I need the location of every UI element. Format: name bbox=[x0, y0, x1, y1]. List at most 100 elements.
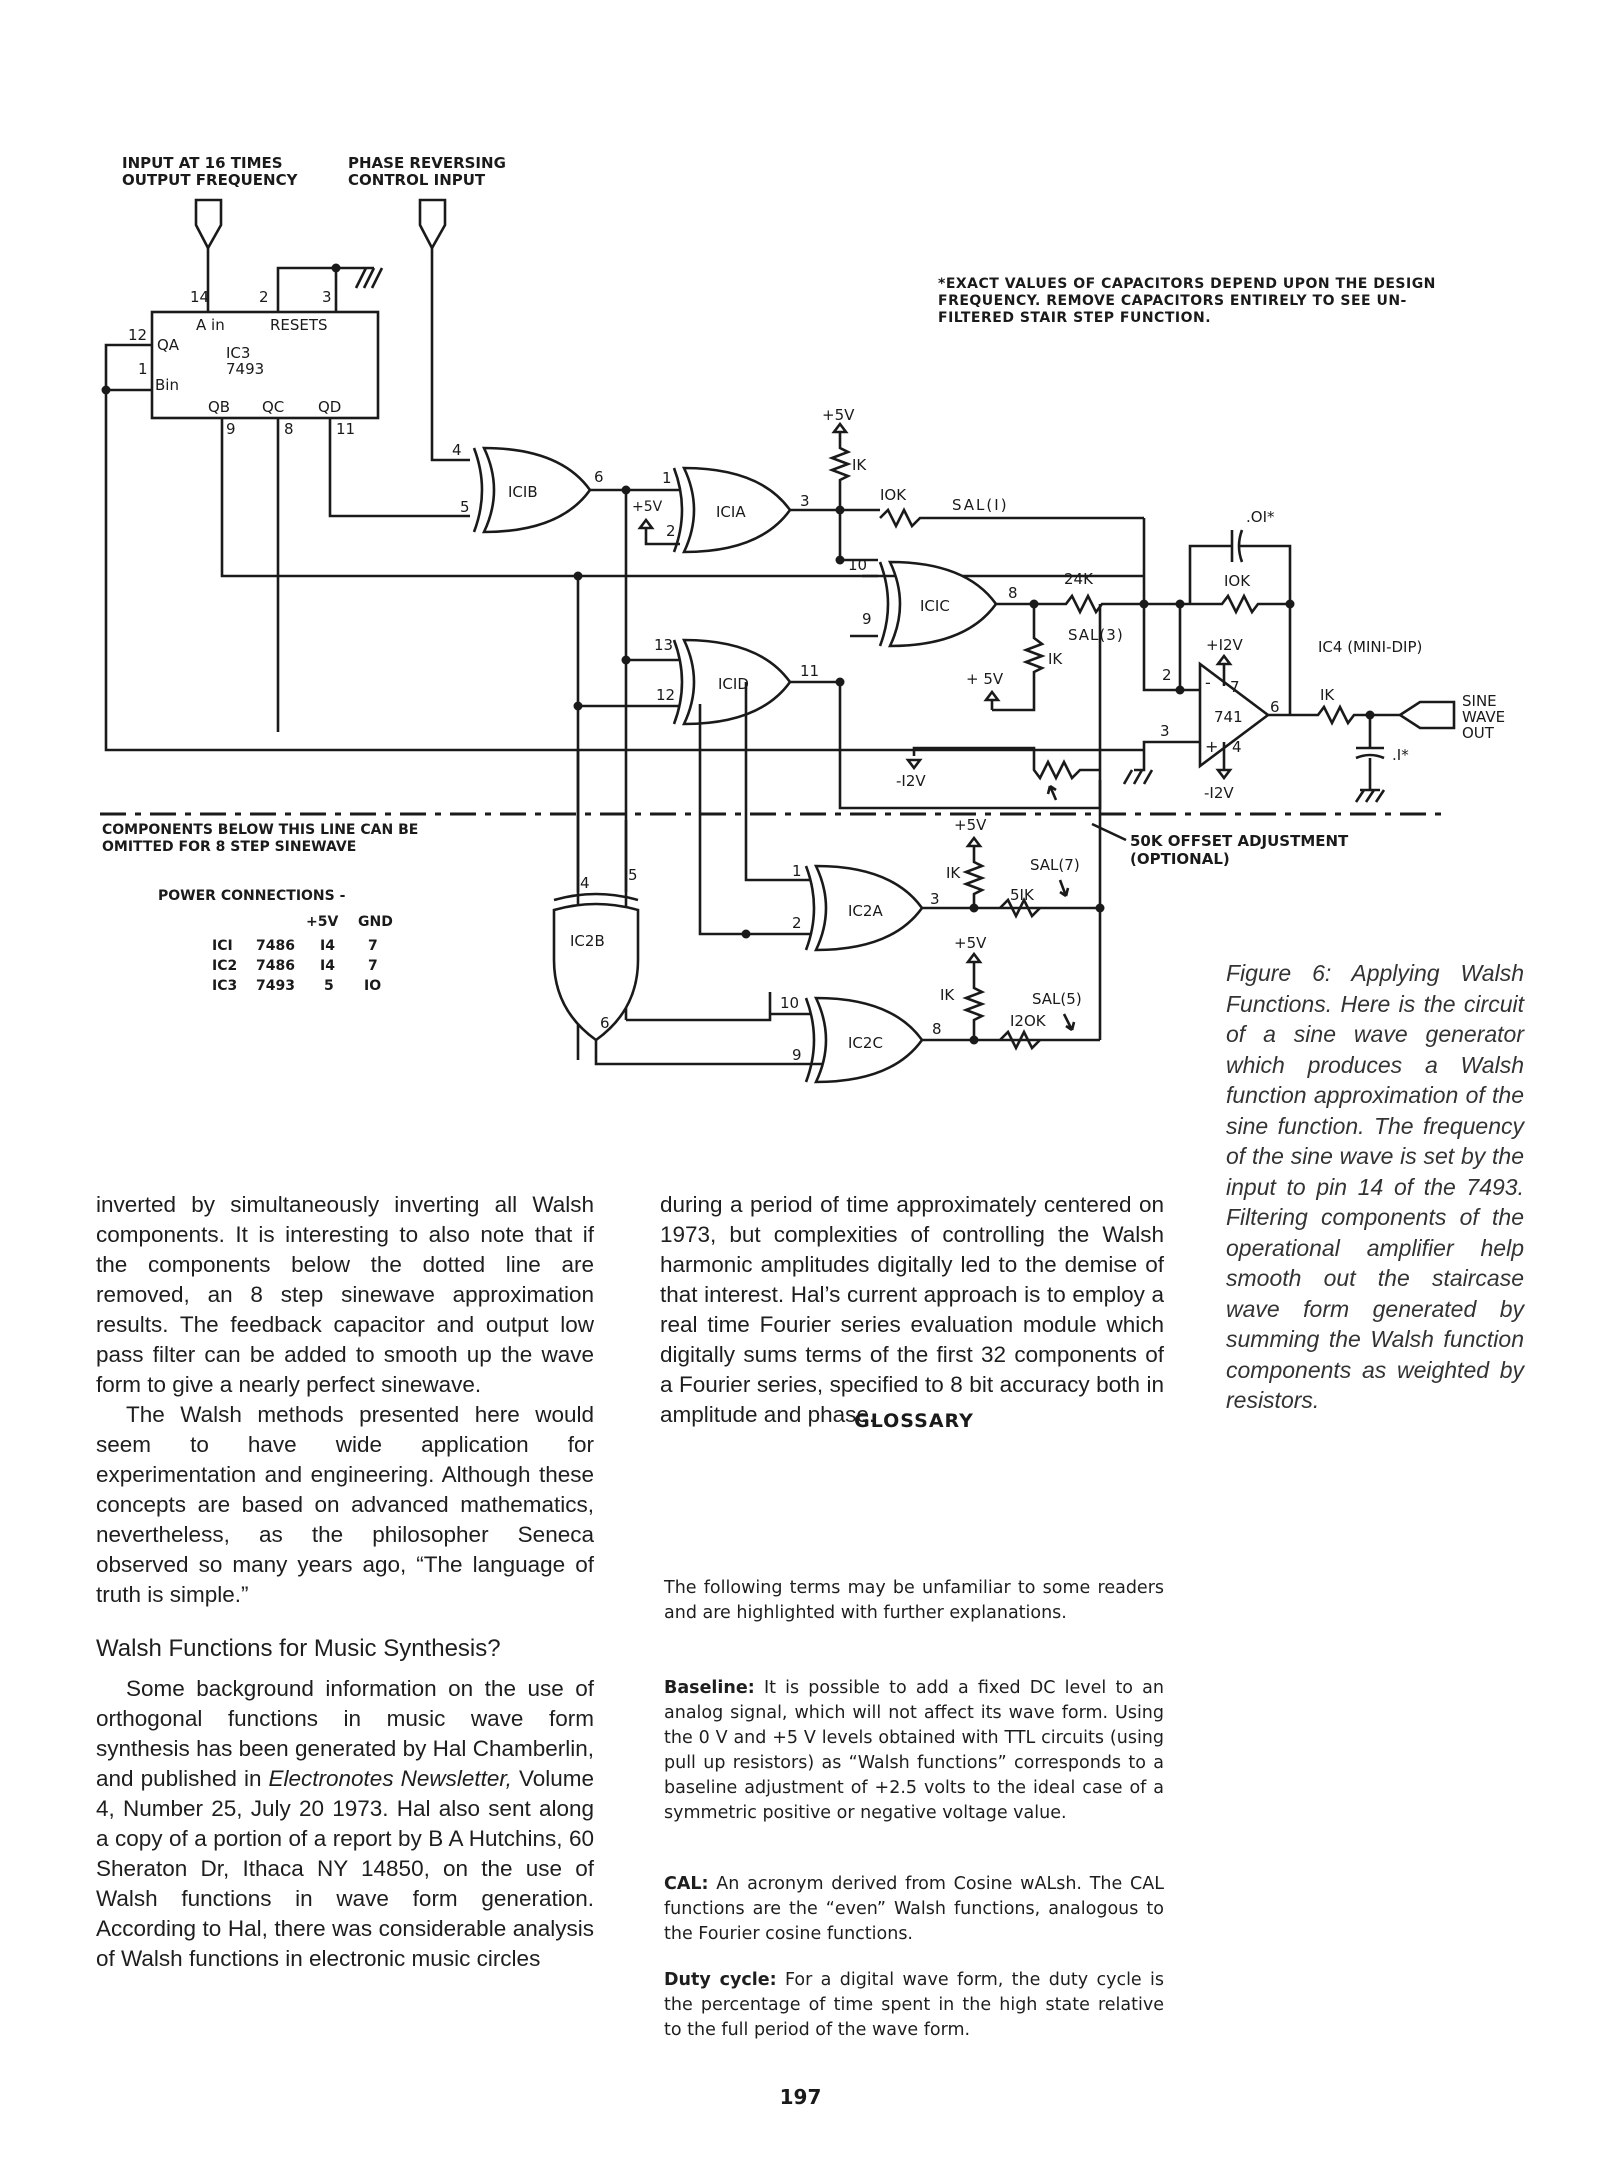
ic3-counter bbox=[150, 310, 380, 420]
resistor-label: IK bbox=[940, 986, 955, 1004]
power-title: POWER CONNECTIONS - bbox=[158, 888, 346, 904]
supply-label: -I2V bbox=[1204, 784, 1234, 802]
pin-label: 1 bbox=[662, 469, 672, 487]
ic3-qc: QC bbox=[262, 398, 284, 416]
page-number: 197 bbox=[779, 2085, 822, 2109]
pin-label: 1 bbox=[792, 862, 802, 880]
ic3-resets: RESETS bbox=[270, 316, 328, 334]
ic3-pin9: 9 bbox=[226, 420, 236, 438]
gate-ic1c: ICIC bbox=[920, 597, 950, 615]
pin-label: 12 bbox=[656, 686, 675, 704]
glossary-entry-cal: CAL: An acronym derived from Cosine wALs… bbox=[664, 1874, 1164, 1944]
phase-label-line1: PHASE REVERSING bbox=[348, 154, 506, 172]
pin-label: 3 bbox=[1160, 722, 1170, 740]
sine-out-connector bbox=[1397, 700, 1456, 730]
svg-text:IC2: IC2 bbox=[212, 958, 237, 974]
resistor-label: IK bbox=[852, 456, 867, 474]
output-label: SINE bbox=[1462, 692, 1497, 710]
resistor-label: I2OK bbox=[1010, 1012, 1047, 1030]
ic3-pin14: 14 bbox=[190, 288, 209, 306]
pin-label: 4 bbox=[1232, 738, 1242, 756]
svg-text:I4: I4 bbox=[320, 958, 335, 974]
supply-label: + 5V bbox=[966, 670, 1004, 688]
gate-ic2b: IC2B bbox=[570, 932, 605, 950]
resistor-label: IK bbox=[1320, 686, 1335, 704]
output-label: WAVE bbox=[1462, 708, 1505, 726]
glossary-title: GLOSSARY bbox=[854, 1410, 974, 1432]
paragraph: inverted by simultaneously inverting all… bbox=[96, 1192, 594, 1397]
opamp-noninverting: + bbox=[1205, 737, 1218, 756]
ic3-pin8: 8 bbox=[284, 420, 294, 438]
ic3-pin12: 12 bbox=[128, 326, 147, 344]
phase-connector bbox=[418, 198, 447, 251]
ic3-name: IC3 bbox=[226, 344, 250, 362]
divider-label-line2: OMITTED FOR 8 STEP SINEWAVE bbox=[102, 839, 356, 855]
input-connector bbox=[194, 198, 223, 251]
supply-label: -I2V bbox=[896, 772, 926, 790]
divider-label-line1: COMPONENTS BELOW THIS LINE CAN BE bbox=[102, 822, 418, 838]
svg-text:7486: 7486 bbox=[256, 958, 295, 974]
resistor-label: IK bbox=[1048, 650, 1063, 668]
pin-label: 10 bbox=[780, 994, 799, 1012]
paragraph: during a period of time approximately ce… bbox=[660, 1192, 1164, 1427]
figure-caption: Figure 6: Applying Walsh Functions. Here… bbox=[1226, 960, 1524, 1413]
supply-label: +5V bbox=[632, 499, 663, 515]
svg-text:7493: 7493 bbox=[256, 978, 295, 994]
circuit-schematic: INPUT AT 16 TIMES OUTPUT FREQUENCY PHASE… bbox=[100, 154, 1505, 1084]
ic3-pin1: 1 bbox=[138, 360, 148, 378]
ic3-qd: QD bbox=[318, 398, 341, 416]
ic3-qb: QB bbox=[208, 398, 230, 416]
capacitor-label: .I* bbox=[1392, 746, 1409, 764]
capacitor-note-line1: *EXACT VALUES OF CAPACITORS DEPEND UPON … bbox=[938, 276, 1436, 292]
power-row-ic3: IC3 7493 5 IO bbox=[212, 978, 381, 994]
svg-text:7: 7 bbox=[368, 938, 378, 954]
supply-label: +5V bbox=[822, 406, 855, 424]
offset-label-line2: (OPTIONAL) bbox=[1130, 850, 1230, 868]
supply-label: +5V bbox=[954, 816, 987, 834]
pin-label: 3 bbox=[800, 492, 810, 510]
ic3-ain: A in bbox=[196, 316, 225, 334]
pin-label: 11 bbox=[800, 662, 819, 680]
opamp-inverting: - bbox=[1205, 673, 1211, 692]
ic4-label: IC4 (MINI-DIP) bbox=[1318, 638, 1422, 656]
gate-ic1a: ICIA bbox=[716, 503, 746, 521]
ic3-part: 7493 bbox=[226, 360, 264, 378]
svg-text:IC3: IC3 bbox=[212, 978, 237, 994]
offset-label-line1: 50K OFFSET ADJUSTMENT bbox=[1130, 832, 1349, 850]
svg-text:IO: IO bbox=[364, 978, 381, 994]
power-header: +5V bbox=[306, 914, 338, 930]
sal-label: SAL(7) bbox=[1030, 856, 1080, 874]
ic3-pin11: 11 bbox=[336, 420, 355, 438]
pin-label: 9 bbox=[792, 1046, 802, 1064]
pin-label: 6 bbox=[600, 1014, 610, 1032]
power-row-ic2: IC2 7486 I4 7 bbox=[212, 958, 378, 974]
capacitor-note-line3: FILTERED STAIR STEP FUNCTION. bbox=[938, 310, 1211, 326]
paragraph: Some background information on the use o… bbox=[96, 1676, 594, 1971]
pin-label: 5 bbox=[460, 498, 470, 516]
ic3-pin3: 3 bbox=[322, 288, 332, 306]
resistor-label: IOK bbox=[880, 486, 907, 504]
glossary-intro: The following terms may be unfamiliar to… bbox=[664, 1576, 1164, 1626]
pin-label: 13 bbox=[654, 636, 673, 654]
pin-label: 2 bbox=[792, 914, 802, 932]
supply-label: +5V bbox=[954, 934, 987, 952]
resistor-label: 24K bbox=[1064, 570, 1094, 588]
middle-column: during a period of time approximately ce… bbox=[660, 1190, 1164, 1430]
svg-text:7: 7 bbox=[368, 958, 378, 974]
pin-label: 6 bbox=[1270, 698, 1280, 716]
ic3-qa: QA bbox=[157, 336, 180, 354]
resistor-label: 5IK bbox=[1010, 886, 1035, 904]
gate-ic1d: ICID bbox=[718, 675, 749, 693]
resistor-label: IK bbox=[946, 864, 961, 882]
pin-label: 8 bbox=[932, 1020, 942, 1038]
pin-label: 3 bbox=[930, 890, 940, 908]
pin-label: 2 bbox=[1162, 666, 1172, 684]
sal-label: SAL(5) bbox=[1032, 990, 1082, 1008]
pin-label: 5 bbox=[628, 866, 638, 884]
left-column: inverted by simultaneously inverting all… bbox=[96, 1190, 594, 1974]
resistor-label: IOK bbox=[1224, 572, 1251, 590]
opamp-label: 741 bbox=[1214, 708, 1243, 726]
section-heading: Walsh Functions for Music Synthesis? bbox=[96, 1635, 501, 1662]
svg-text:7486: 7486 bbox=[256, 938, 295, 954]
sal-label: SAL(I) bbox=[952, 496, 1009, 514]
